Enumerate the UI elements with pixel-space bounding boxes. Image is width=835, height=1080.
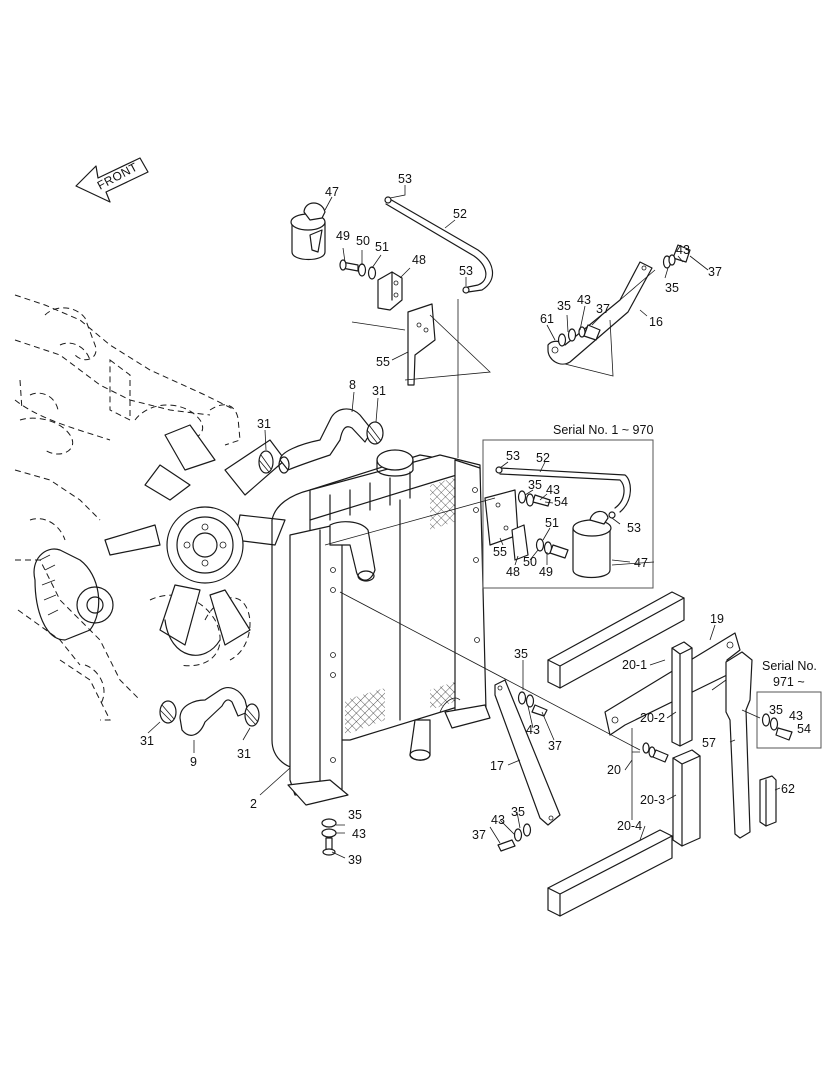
bolt-39	[321, 818, 337, 856]
callout-43: 43	[577, 293, 591, 307]
callout-31: 31	[257, 417, 271, 431]
callout-50: 50	[356, 234, 370, 248]
reservoir-tank-upper	[290, 202, 326, 261]
baffle-20-2	[671, 641, 693, 747]
lower-hose	[159, 687, 260, 736]
callout-43: 43	[676, 243, 690, 257]
callout-37: 37	[708, 265, 722, 279]
callout-37: 37	[596, 302, 610, 316]
callout-17: 17	[490, 759, 504, 773]
serial-box-2-parts	[761, 713, 793, 741]
serial-box-1-parts	[484, 466, 631, 579]
callout-51: 51	[375, 240, 389, 254]
callout-35: 35	[557, 299, 571, 313]
callout-20-2: 20-2	[640, 711, 665, 725]
callout-55: 55	[376, 355, 390, 369]
callout-54: 54	[554, 495, 568, 509]
callout-43: 43	[789, 709, 803, 723]
callout-55: 55	[493, 545, 507, 559]
callout-57: 57	[702, 736, 716, 750]
hose-clamp	[258, 421, 384, 474]
callout-43: 43	[491, 813, 505, 827]
callout-2: 2	[250, 797, 257, 811]
bolt-washers-20	[642, 742, 669, 763]
callout-48: 48	[506, 565, 520, 579]
callout-16: 16	[649, 315, 663, 329]
callout-47: 47	[634, 556, 648, 570]
callout-49: 49	[539, 565, 553, 579]
callout-labels: 47 53 52 53 49 50 51 48 55 8 31 31 31 9 …	[140, 172, 817, 867]
callout-54: 54	[797, 722, 811, 736]
callout-31: 31	[372, 384, 386, 398]
callout-61: 61	[540, 312, 554, 326]
serial-label-1: Serial No. 1 ~ 970	[553, 423, 653, 437]
callout-35: 35	[511, 805, 525, 819]
overflow-pipe-upper	[384, 196, 493, 294]
callout-35: 35	[348, 808, 362, 822]
baffle-20-4	[547, 829, 673, 917]
callout-50: 50	[523, 555, 537, 569]
callout-35: 35	[665, 281, 679, 295]
callout-20-3: 20-3	[640, 793, 665, 807]
stay-17	[494, 679, 561, 852]
callout-53: 53	[459, 264, 473, 278]
bolt-washers-upper	[339, 259, 377, 280]
cooling-fan	[104, 424, 286, 656]
callout-leaders	[147, 185, 781, 859]
callout-47: 47	[325, 185, 339, 199]
baffle-20-1	[547, 591, 685, 689]
engine	[14, 294, 251, 721]
callout-48: 48	[412, 253, 426, 267]
callout-9: 9	[190, 755, 197, 769]
callout-53: 53	[398, 172, 412, 186]
serial-label-2a: Serial No.	[762, 659, 817, 673]
callout-31: 31	[140, 734, 154, 748]
radiator	[271, 449, 491, 806]
callout-53: 53	[506, 449, 520, 463]
callout-31: 31	[237, 747, 251, 761]
callout-53: 53	[627, 521, 641, 535]
upper-hose	[278, 408, 373, 474]
callout-43: 43	[352, 827, 366, 841]
callout-43: 43	[526, 723, 540, 737]
callout-37: 37	[548, 739, 562, 753]
callout-20: 20	[607, 763, 621, 777]
bracket-48	[377, 271, 403, 311]
callout-19: 19	[710, 612, 724, 626]
bracket-55	[407, 303, 436, 386]
callout-20-1: 20-1	[622, 658, 647, 672]
callout-51: 51	[545, 516, 559, 530]
callout-35: 35	[769, 703, 783, 717]
front-arrow-icon: FRONT	[75, 157, 149, 203]
callout-35: 35	[528, 478, 542, 492]
callout-43: 43	[546, 483, 560, 497]
serial-box-1	[482, 439, 654, 589]
callout-8: 8	[349, 378, 356, 392]
callout-62: 62	[781, 782, 795, 796]
serial-box-2	[756, 691, 822, 749]
callout-52: 52	[453, 207, 467, 221]
callout-20-4: 20-4	[617, 819, 642, 833]
callout-49: 49	[336, 229, 350, 243]
callout-37: 37	[472, 828, 486, 842]
seal-62	[759, 775, 777, 827]
callout-52: 52	[536, 451, 550, 465]
serial-label-2b: 971 ~	[773, 675, 805, 689]
baffle-20-3	[672, 749, 701, 847]
seal-57	[725, 651, 753, 839]
callout-35: 35	[514, 647, 528, 661]
callout-39: 39	[348, 853, 362, 867]
